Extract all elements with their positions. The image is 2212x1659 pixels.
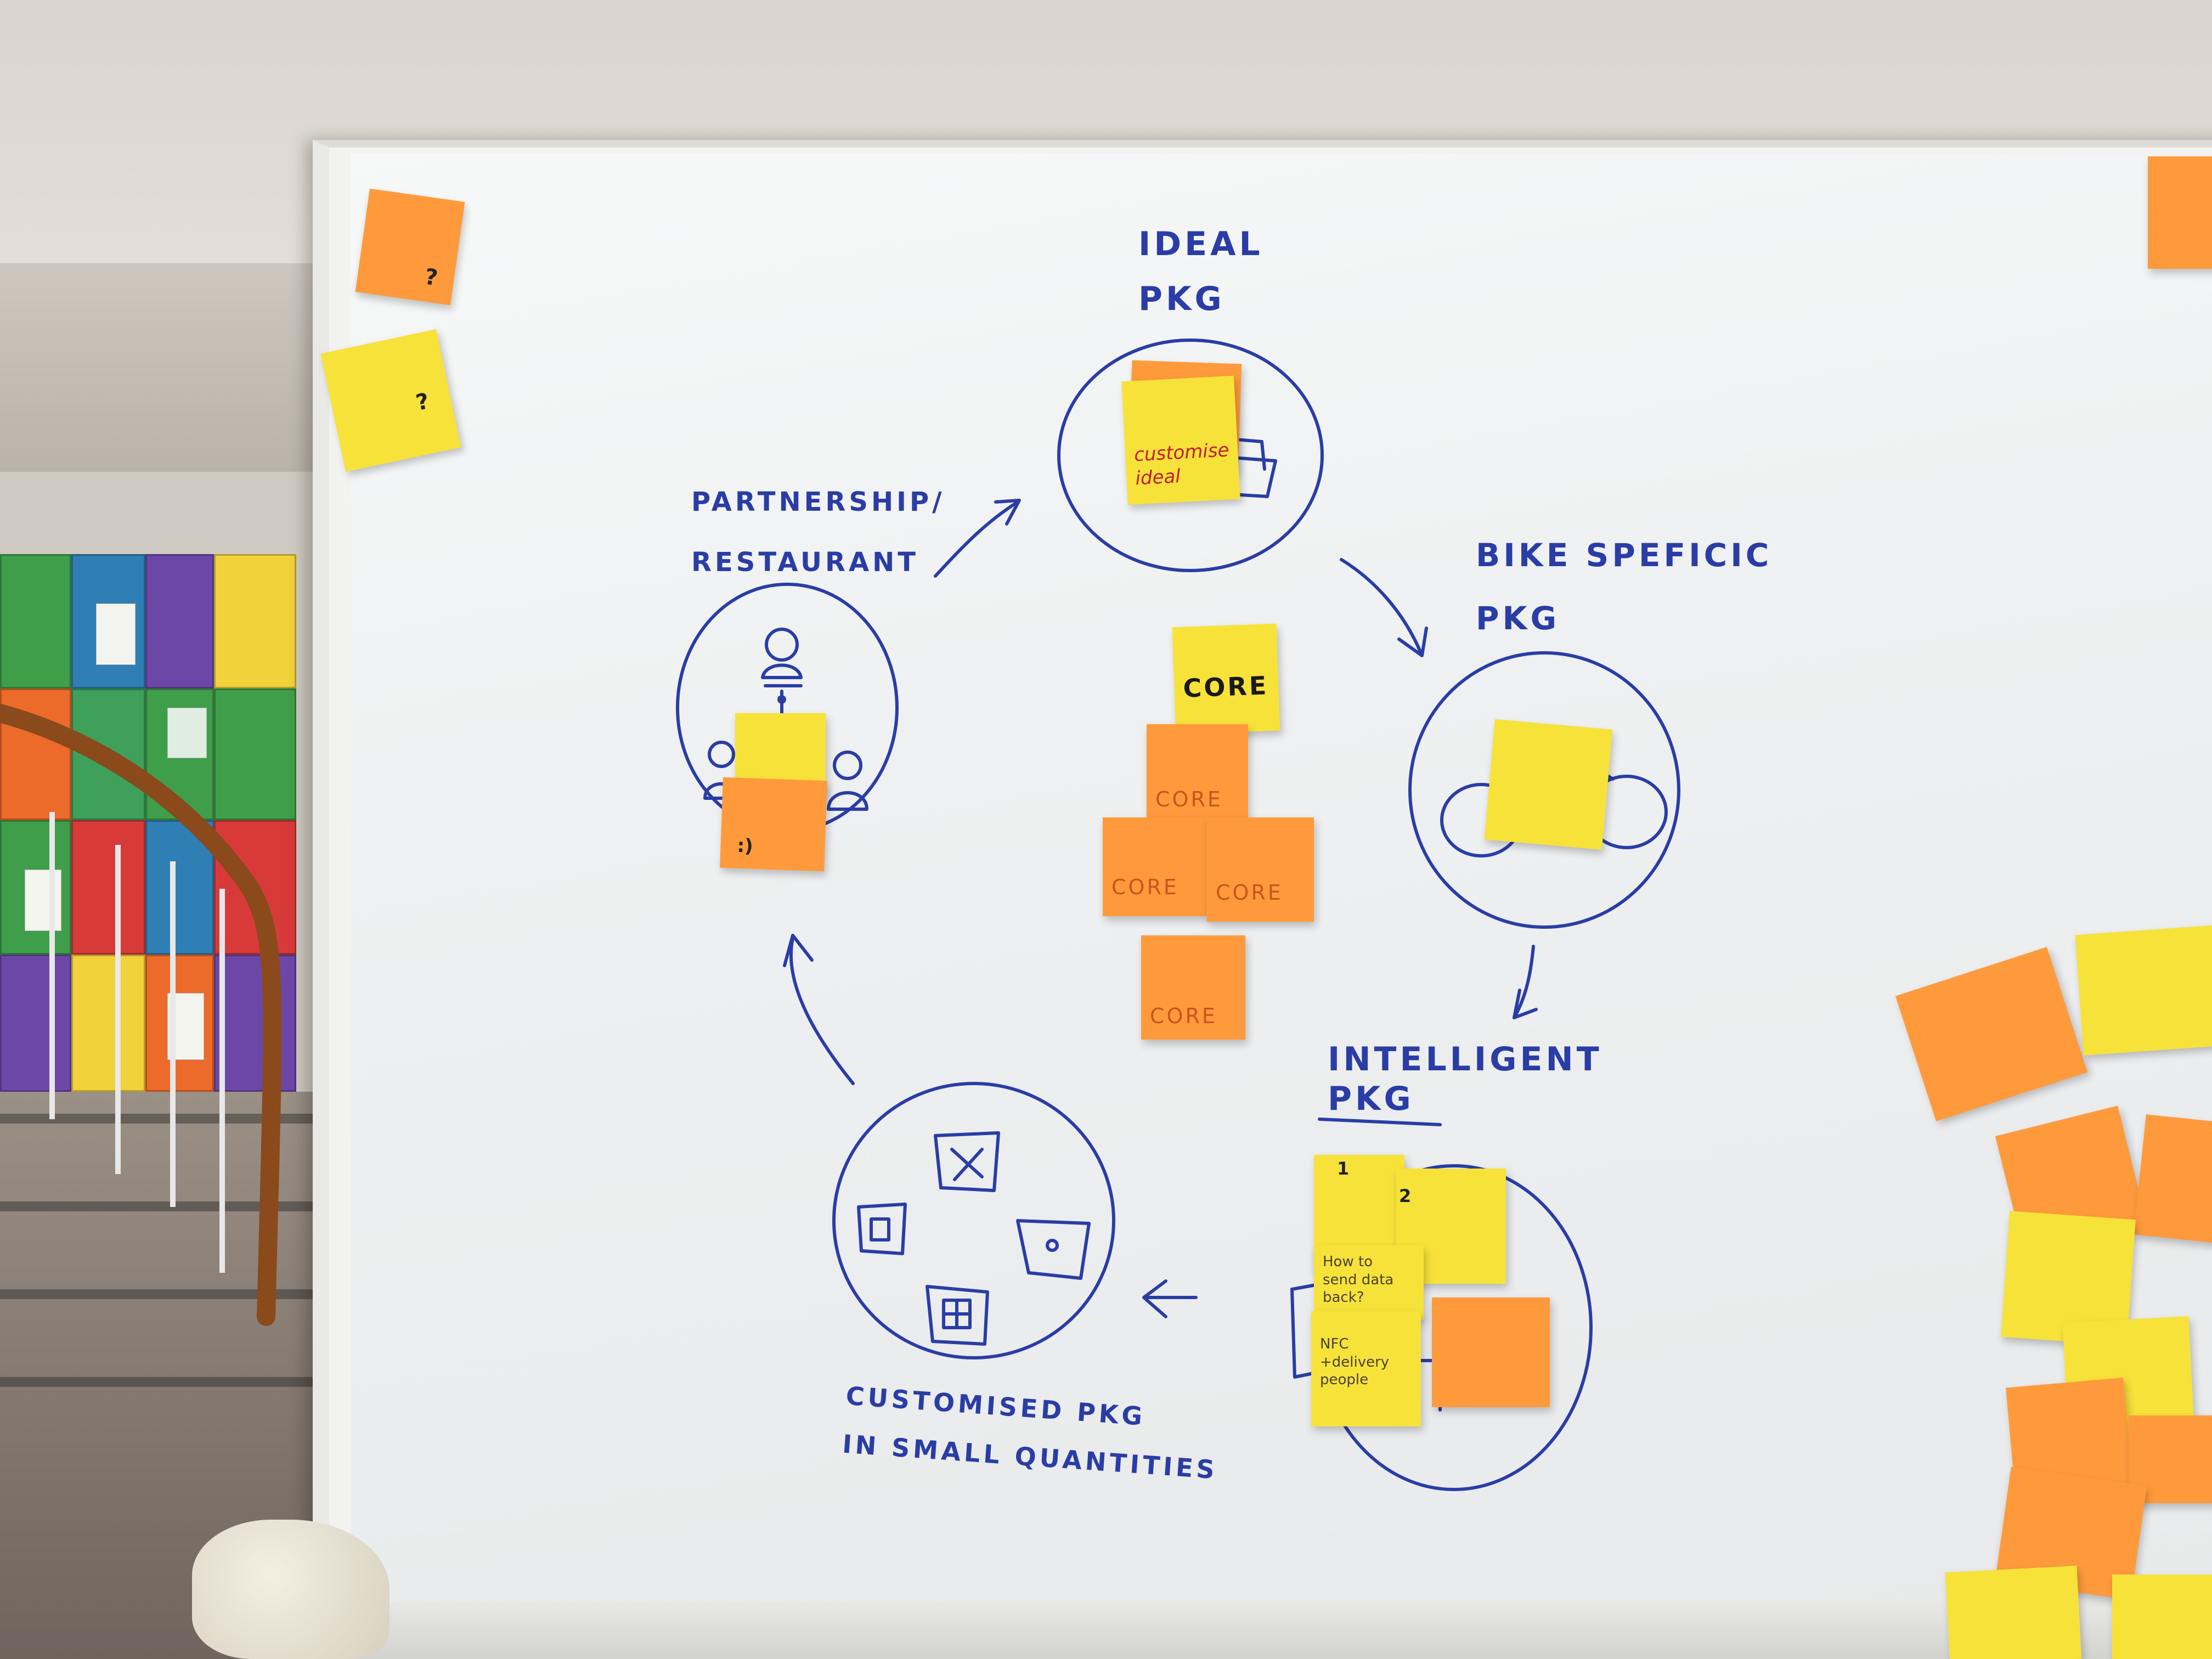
sticky-note [2148, 156, 2212, 269]
sticky-note-nfc: NFC +delivery people [1311, 1311, 1421, 1426]
sticky-note [1432, 1297, 1550, 1407]
sticky-note: :) [720, 777, 827, 872]
whiteboard-tray [329, 1602, 2212, 1659]
background-mezzanine [0, 263, 351, 472]
sticky-note-core: CORE [1207, 817, 1314, 922]
customised-circle [832, 1082, 1115, 1359]
arrow-to-bike [1340, 558, 1423, 654]
label-intelligent-pkg: INTELLIGENT PKG [1328, 1040, 1602, 1118]
sticky-note [2112, 1575, 2212, 1659]
label-bike-specific-pkg: BIKE SPEFICIC PKG [1476, 537, 1773, 637]
arrow-to-ideal [934, 500, 1019, 578]
sticky-note-core: CORE [1147, 724, 1248, 826]
cloth-eraser [192, 1520, 390, 1659]
sticky-note [1945, 1565, 2082, 1659]
sticky-note [2075, 925, 2212, 1056]
arrow-to-intelligent [1513, 945, 1535, 1019]
sticky-note-core: CORE [1103, 817, 1210, 916]
sticky-note-ideal: customise ideal [1121, 375, 1240, 505]
sticky-note: ? [355, 188, 465, 306]
ideal-circle [1057, 338, 1324, 572]
label-ideal-pkg: IDEAL PKG [1138, 225, 1263, 318]
sticky-note: ? [320, 329, 461, 472]
bike-circle [1408, 651, 1680, 929]
label-partnership-restaurant: PARTNERSHIP/ RESTAURANT [691, 487, 945, 578]
sticky-note-intelligent-2: 2 [1396, 1169, 1506, 1284]
sticky-note [1484, 719, 1613, 850]
arrow-to-partnership [789, 936, 855, 1085]
sticky-note-core: CORE [1141, 935, 1245, 1040]
stair-handrail [0, 704, 282, 1326]
sticky-note-core-top: CORE [1172, 623, 1280, 735]
sticky-note-send-data: How to send data back? [1314, 1245, 1424, 1319]
sticky-note [2133, 1114, 2212, 1245]
